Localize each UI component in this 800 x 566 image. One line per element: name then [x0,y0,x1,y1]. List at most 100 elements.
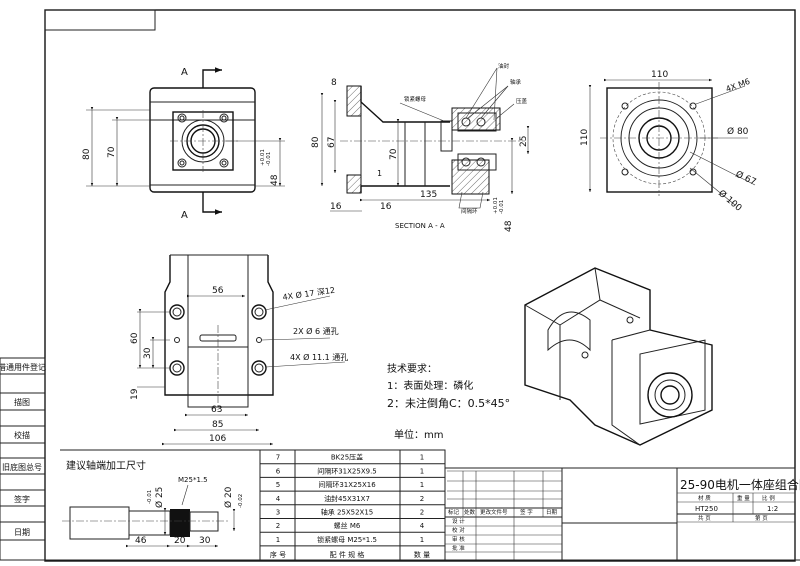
dim-60: 60 [130,332,140,344]
callout-through-6: 2X Ø 6 通孔 [293,326,339,336]
scale-label: 比 例 [762,494,775,502]
callout-through-11: 4X Ø 11.1 通孔 [290,352,348,362]
tech-item-2: 2：未注倒角C：0.5*45° [387,396,510,410]
section-title: SECTION A - A [395,222,445,230]
callout-gland: 压盖 [516,97,528,105]
date-label: 日期 [14,528,30,537]
bom-row: 6 间隔环31X25X9.5 1 [276,466,424,475]
shaft-title: 建议轴端加工尺寸 [66,459,146,472]
tol-upper-section: +0.01 [493,197,499,214]
shaft-end-detail: 建议轴端加工尺寸 M25*1.5 Ø 25 Ø 20 -0.01 -0.02 4… [60,449,260,548]
plan-view: 56 60 30 19 63 85 106 4X Ø 17 深12 2X Ø 6… [130,254,348,446]
bom-row: 3 轴承 25X52X15 2 [276,508,424,517]
bom-cell-no: 5 [276,481,280,489]
registry-label: 借通用件登记 [0,362,46,372]
dim-85: 85 [212,420,223,430]
dim-135: 135 [420,190,437,200]
tol-lower: -0.01 [266,152,272,166]
left-column-registry: 借通用件登记 描图 校描 旧底图总号 签字 日期 [0,357,46,561]
callout-counterbore: 4X Ø 17 深12 [282,285,336,302]
dim-dia-100: Ø 100 [716,188,744,214]
dim-70-section: 70 [389,148,399,160]
dim-height-110: 110 [580,129,590,146]
bom-cell-spec: BK25压盖 [331,453,363,462]
material-value: HT250 [695,505,718,513]
tol-lower-section: -0.01 [499,200,505,214]
bom-header-qty: 数 量 [414,550,430,559]
bom-cell-no: 3 [276,509,280,517]
side-view: 110 110 4X M6 Ø 80 Ø 67 Ø 100 [580,70,758,214]
tol-shaft-25: -0.01 [147,490,153,504]
signoff-design: 设 计 [452,517,465,525]
rev-header-count: 处数 [464,508,476,516]
front-view: A A 80 70 48 +0.01 -0.01 [82,67,285,221]
bom-cell-spec: 间隔环31X25X9.5 [317,466,377,475]
dim-70: 70 [107,146,117,158]
dim-48: 48 [270,174,280,186]
signature-label: 签字 [14,494,30,504]
dim-19: 19 [130,388,140,400]
callout-lock-nut: 锁紧螺母 [404,95,427,103]
dim-67: 67 [327,137,337,148]
dim-8: 8 [331,78,337,88]
bom-cell-qty: 2 [420,509,424,517]
section-view: 油封 轴承 压盖 锁紧螺母 间隔环 8 67 80 70 25 135 16 1… [311,62,530,232]
tracing-label: 描图 [14,397,30,407]
dim-1: 1 [377,169,382,178]
bom-header-spec: 配 件 规 格 [330,550,365,559]
bom-cell-qty: 1 [420,467,424,475]
signoff-check: 校 对 [452,526,465,534]
bom-row: 5 间隔环31X25X16 1 [276,480,424,489]
tol-upper: +0.01 [260,149,266,166]
tol-shaft-20: -0.02 [238,494,244,508]
bom-cell-no: 1 [276,536,280,544]
thread-callout: M25*1.5 [178,476,208,484]
signoff-approve: 批 准 [452,544,465,552]
callout-4x-m6: 4X M6 [725,77,752,94]
sheet-label: 第 页 [755,514,768,522]
title-block: 标记 处数 更改文件号 签 字 日期 设 计 校 对 审 核 批 准 25-90… [444,467,800,561]
weight-label: 重 量 [737,494,750,502]
dim-46: 46 [135,536,147,546]
scale-value: 1:2 [767,505,778,513]
section-mark-top: A [181,67,188,78]
old-drawing-number-label: 旧底图总号 [2,462,42,472]
dim-80: 80 [82,148,92,160]
dim-63: 63 [211,405,222,415]
rev-header-date: 日期 [546,509,558,516]
bom-cell-no: 4 [276,495,281,503]
dim-30: 30 [143,347,153,359]
isometric-view [524,267,713,446]
bom-cell-spec: 轴承 25X52X15 [321,508,374,517]
callout-oil-seal: 油封 [498,62,510,70]
bom-cell-no: 7 [276,454,280,462]
dim-80-section: 80 [311,136,321,148]
bom-cell-qty: 1 [420,481,424,489]
bom-cell-spec: 锁紧螺母 M25*1.5 [317,535,377,544]
dim-16-a: 16 [330,202,342,212]
material-label: 材 质 [698,494,711,502]
rev-header-sign: 签 字 [520,508,533,516]
bom-cell-spec: 螺丝 M6 [334,521,361,530]
bom-cell-spec: 间隔环31X25X16 [318,480,376,489]
dim-width-110: 110 [651,70,668,80]
tech-requirements: 技术要求： 1：表面处理：磷化 2：未注倒角C：0.5*45° 单位：mm [387,362,510,441]
total-sheets-label: 共 页 [698,514,711,522]
dim-dia-25: Ø 25 [154,487,165,508]
drawing-title: 25-90电机一体座组合图 [680,477,800,492]
bom-cell-qty: 4 [420,522,425,530]
bom-cell-no: 2 [276,522,280,530]
dim-dia-20: Ø 20 [223,486,234,508]
dim-106: 106 [209,434,226,444]
bom-cell-qty: 1 [420,536,424,544]
dim-20: 20 [174,536,186,546]
dim-25: 25 [519,136,529,147]
bom-cell-no: 6 [276,467,281,475]
dim-dia-80: Ø 80 [727,126,749,137]
dim-56: 56 [212,286,224,296]
bom-row: 2 螺丝 M6 4 [276,521,425,530]
dim-dia-67: Ø 67 [734,169,758,188]
